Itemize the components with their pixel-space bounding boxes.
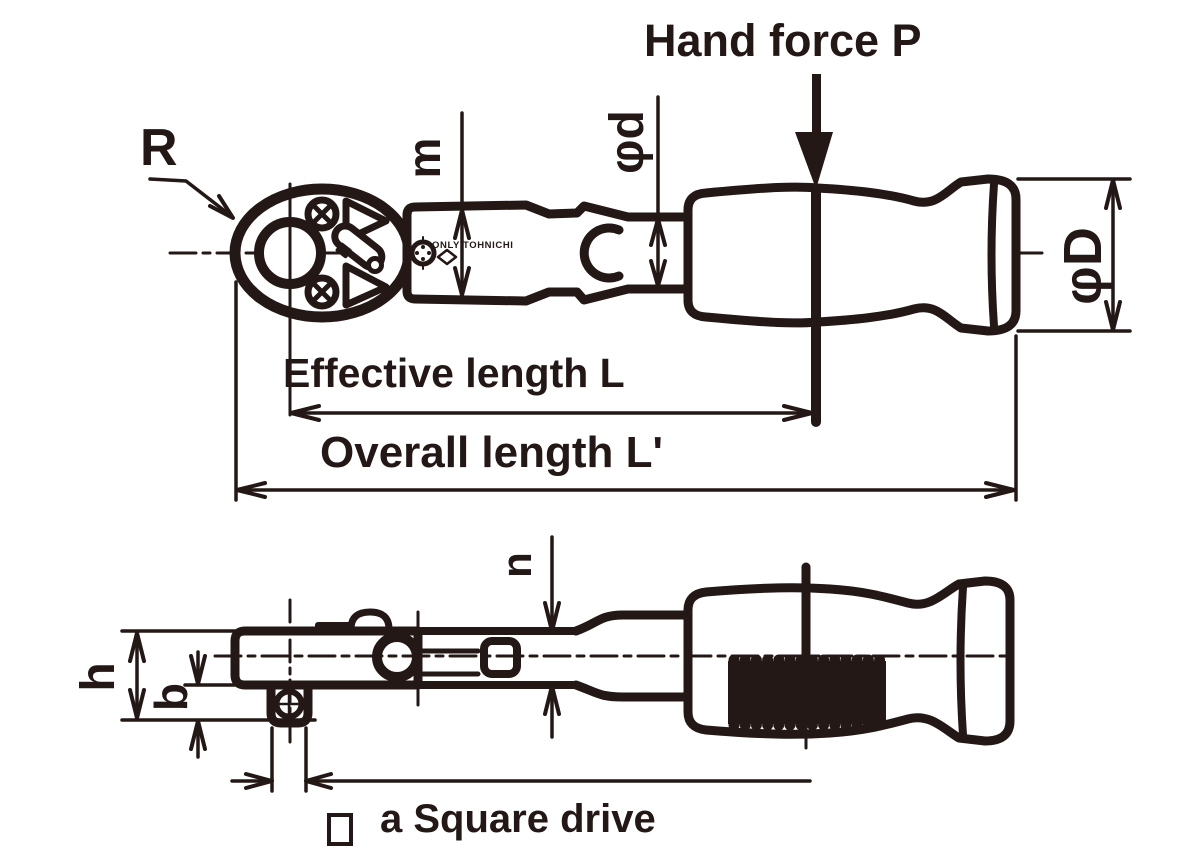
dim-b: [183, 650, 252, 759]
radius-label: R: [140, 119, 178, 177]
effective-length-label: Effective length L: [283, 350, 625, 396]
screw-top: [304, 196, 340, 232]
dim-m: [453, 111, 471, 297]
dim-overall-length: [234, 280, 1018, 502]
hand-force-arrow-icon: [795, 74, 833, 189]
phi-d-dimension-label: φd: [601, 110, 654, 174]
dim-phi-d: [649, 95, 667, 288]
beam: [414, 627, 580, 689]
brand-diamond-icon: [436, 248, 458, 266]
spring-clip: [579, 223, 624, 283]
r-leader-arrow: [148, 177, 235, 220]
hand-force-label: Hand force P: [644, 15, 922, 66]
dim-h: [120, 629, 317, 722]
lever-loop-side: [347, 608, 393, 633]
handle-cap-line: [987, 180, 998, 330]
brand-label: ONLY TOHNICHI: [432, 240, 514, 251]
overall-length-label: Overall length L': [320, 428, 663, 477]
handle-cap-line-side: [956, 583, 967, 739]
m-dimension-label: m: [398, 137, 450, 179]
lever-side: [315, 622, 353, 634]
pivot-pin: [409, 236, 437, 270]
dim-phi-D: [1016, 177, 1132, 333]
h-dimension-label: h: [72, 662, 125, 692]
n-dimension-label: n: [493, 552, 540, 578]
direction-lever: [331, 222, 386, 274]
screw-bottom: [304, 274, 340, 310]
dim-a-square-drive: [230, 726, 812, 793]
dim-effective-length: [288, 320, 814, 422]
beam-inner-lines: [416, 648, 481, 677]
phi-D-dimension-label: φD: [1053, 227, 1113, 305]
b-dimension-label: b: [145, 682, 197, 712]
top-view: [148, 74, 1132, 502]
square-symbol-icon: [327, 813, 353, 846]
side-view: [120, 535, 1015, 793]
neck-side: [571, 610, 695, 702]
dim-n: [543, 535, 561, 739]
handle: [683, 174, 1021, 336]
pawl-bottom: [342, 262, 390, 309]
square-drive-label: a Square drive: [380, 797, 656, 841]
